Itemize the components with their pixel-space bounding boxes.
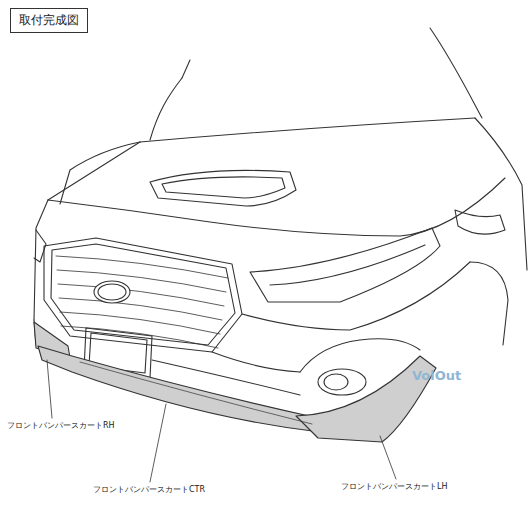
hood-front-edge [48,178,505,236]
wheel-arch [470,262,508,345]
title: 取付完成図 [10,8,88,33]
hood-rear-edge [140,118,475,142]
fog-lamp [324,374,348,390]
roof-line [182,60,190,78]
fog-light [318,369,366,395]
grille-slat [60,312,220,334]
a-pillar [430,28,482,118]
fender-right [475,118,527,270]
leader-line [47,360,52,418]
grille-slat [61,326,218,348]
bumper-line [212,352,300,372]
emblem [94,281,130,303]
grille-slat [57,270,226,292]
skirt-edge [80,362,312,424]
headlight-right [250,228,440,302]
grille-slat [58,284,224,306]
grille-inner [51,244,235,345]
part-label: フロントバンパースカートLH [340,481,448,492]
headlight-left [34,230,46,262]
grille-slat [59,298,222,320]
side-light [455,210,505,234]
emblem-inner [98,284,126,300]
leader-line [150,404,166,482]
part-label: フロントバンパースカートCTR [92,484,206,495]
hood-scoop-inner [162,177,285,198]
part-label: フロントバンパースカートRH [6,420,116,431]
bumper-line [242,262,470,330]
headlight-line [270,245,425,285]
hood-side [48,142,140,200]
watermark: VolOut [412,368,461,383]
a-pillar [150,78,182,140]
leader-line [380,436,396,479]
fog-housing [300,339,420,372]
grille-slat [56,256,228,278]
hood-crease [60,142,140,204]
hood-scoop [150,170,296,206]
grille-slats [56,256,228,348]
